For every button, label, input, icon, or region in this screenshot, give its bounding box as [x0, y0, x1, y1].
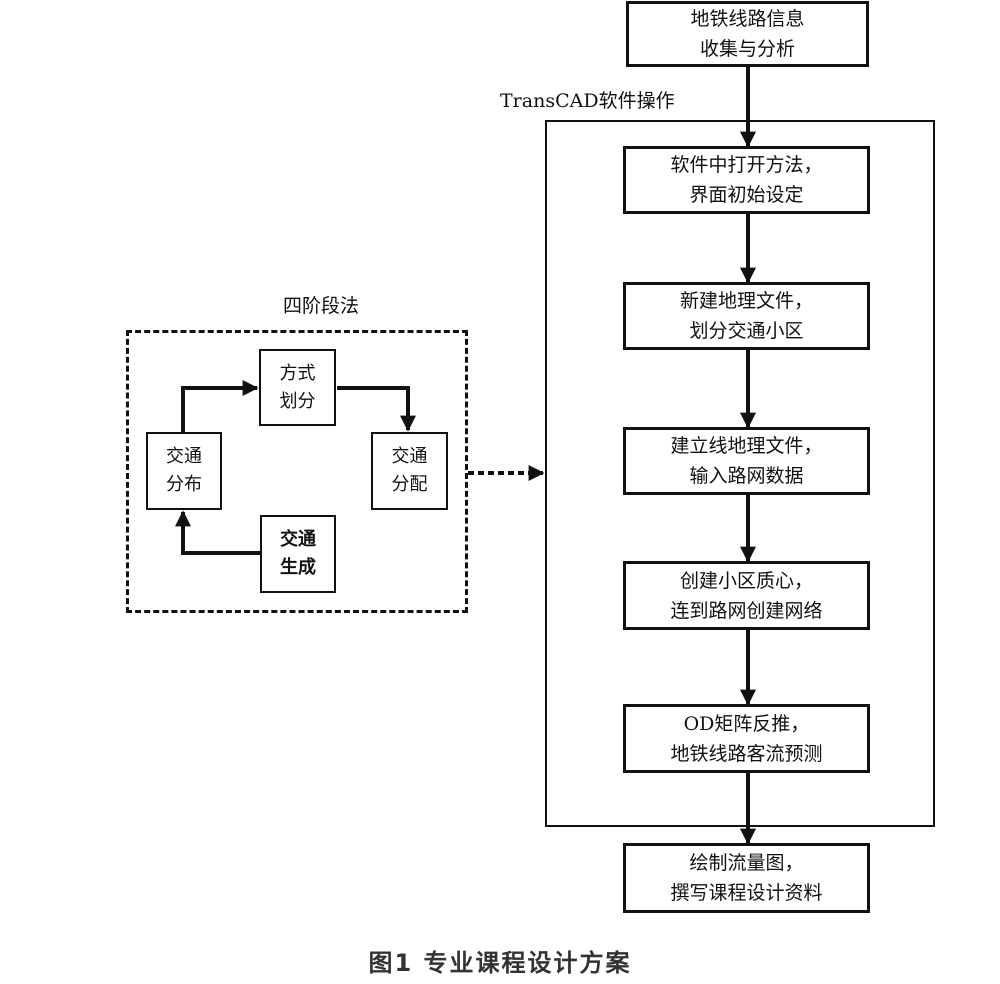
- flow-step-1: 地铁线路信息 收集与分析: [626, 1, 869, 67]
- node-generation-line2: 生成: [280, 557, 316, 578]
- node-mode-split-line1: 方式: [279, 362, 316, 384]
- flow-step-5: 创建小区质心， 连到路网创建网络: [623, 561, 870, 630]
- flow-step-7-line1: 绘制流量图，: [689, 852, 804, 874]
- flow-step-6-line1: OD矩阵反推，: [683, 712, 810, 735]
- node-generation-line1: 交通: [280, 529, 316, 550]
- cycle-arrow-distribution-to-mode: [181, 380, 259, 432]
- node-assignment-line1: 交通: [391, 446, 428, 467]
- node-distribution-line1: 交通: [166, 446, 202, 467]
- cycle-arrow-generation-to-distribution: [175, 510, 260, 555]
- flow-step-3: 新建地理文件， 划分交通小区: [623, 282, 870, 350]
- flow-step-4-line1: 建立线地理文件，: [670, 435, 823, 457]
- flow-step-4: 建立线地理文件， 输入路网数据: [623, 427, 870, 495]
- flow-step-1-line1: 地铁线路信息: [690, 8, 805, 30]
- node-mode-split-line2: 划分: [279, 390, 316, 412]
- flow-step-4-line2: 输入路网数据: [689, 465, 804, 487]
- cycle-arrow-mode-to-assignment: [337, 386, 416, 432]
- transcad-group-frame: [545, 120, 935, 827]
- flow-step-2-line2: 界面初始设定: [689, 184, 804, 206]
- flow-step-2-line1: 软件中打开方法，: [670, 154, 823, 176]
- figure-caption: 图1 专业课程设计方案: [368, 949, 632, 977]
- flow-step-2: 软件中打开方法， 界面初始设定: [623, 146, 870, 214]
- node-assignment-line2: 分配: [391, 474, 428, 495]
- flow-step-5-line1: 创建小区质心，: [679, 569, 813, 592]
- four-step-group-frame: [126, 330, 468, 613]
- node-mode-split: 方式 划分: [259, 349, 336, 426]
- flow-step-3-line2: 划分交通小区: [689, 320, 804, 342]
- flow-step-6: OD矩阵反推， 地铁线路客流预测: [623, 704, 870, 773]
- flow-step-7-line2: 撰写课程设计资料: [670, 882, 823, 904]
- node-generation: 交通 生成: [260, 515, 336, 593]
- flow-step-7: 绘制流量图， 撰写课程设计资料: [623, 843, 870, 913]
- node-assignment: 交通 分配: [371, 432, 448, 510]
- flow-step-6-line2: 地铁线路客流预测: [670, 742, 823, 765]
- transcad-group-label: TransCAD软件操作: [500, 90, 675, 112]
- four-step-label: 四阶段法: [283, 295, 360, 317]
- flow-step-3-line1: 新建地理文件，: [679, 290, 813, 312]
- flow-step-1-line2: 收集与分析: [699, 38, 795, 60]
- flow-step-5-line2: 连到路网创建网络: [670, 599, 823, 622]
- node-distribution-line2: 分布: [166, 474, 202, 495]
- node-distribution: 交通 分布: [146, 432, 222, 510]
